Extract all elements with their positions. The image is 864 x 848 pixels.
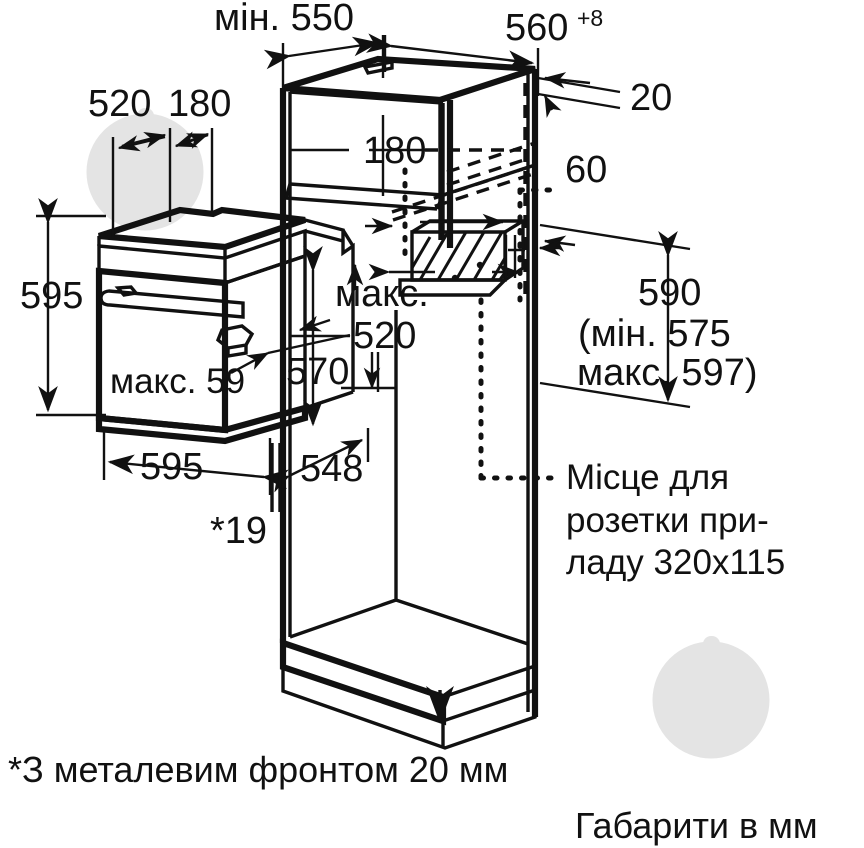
label-20: 20	[630, 77, 672, 119]
label-60: 60	[565, 149, 607, 191]
dim-405-145: 520 180	[88, 83, 231, 237]
label-145: 180	[168, 83, 231, 125]
dim-front-thickness: 20	[537, 72, 672, 119]
dim-shelf-depth-max-520: макс. 520	[335, 263, 429, 392]
label-maks-59: макс. 59	[110, 362, 245, 401]
cabinet-niche	[279, 55, 539, 750]
dim-side-gap-60: 60	[368, 149, 607, 303]
label-socket-line3: ладу 320х115	[566, 543, 785, 582]
units-note: Габарити в мм	[575, 805, 818, 846]
label-180: 180	[363, 130, 426, 172]
label-maks-597: макс. 597)	[577, 352, 757, 394]
label-socket-line2: розетки при-	[566, 501, 769, 540]
dim-niche-height-590: 590 (мін. 575 макс. 597)	[538, 223, 757, 409]
dim-oven-depth-548: 548	[267, 428, 370, 500]
label-570: 570	[286, 351, 349, 393]
label-560-tolerance: +8	[577, 5, 603, 31]
label-19: *19	[210, 510, 267, 552]
footnote-metal-front: *З металевим фронтом 20 мм	[8, 749, 508, 790]
label-548: 548	[300, 448, 363, 490]
label-595-height: 595	[20, 275, 83, 317]
label-405: 520	[88, 83, 151, 125]
dim-oven-height-595: 595	[20, 198, 106, 417]
label-590: 590	[638, 272, 701, 314]
label-maks: макс.	[335, 273, 429, 315]
dim-metal-front-19: *19	[210, 443, 282, 552]
dim-oven-depth-570: 570	[286, 246, 349, 427]
label-min-550: мін. 550	[214, 0, 354, 39]
label-595-width: 595	[140, 446, 203, 488]
plumb-bob-watermark-right	[652, 636, 770, 759]
dim-niche-width: 560 +8	[365, 5, 603, 96]
label-socket-line1: Місце для	[566, 458, 729, 497]
label-560: 560	[505, 7, 568, 49]
dim-top-gap-180: 180	[290, 115, 521, 261]
label-min-575: (мін. 575	[578, 313, 731, 355]
plumb-bob-watermark-left	[86, 108, 204, 231]
socket-location-note: Місце для розетки при- ладу 320х115	[478, 297, 785, 582]
label-520: 520	[353, 315, 416, 357]
